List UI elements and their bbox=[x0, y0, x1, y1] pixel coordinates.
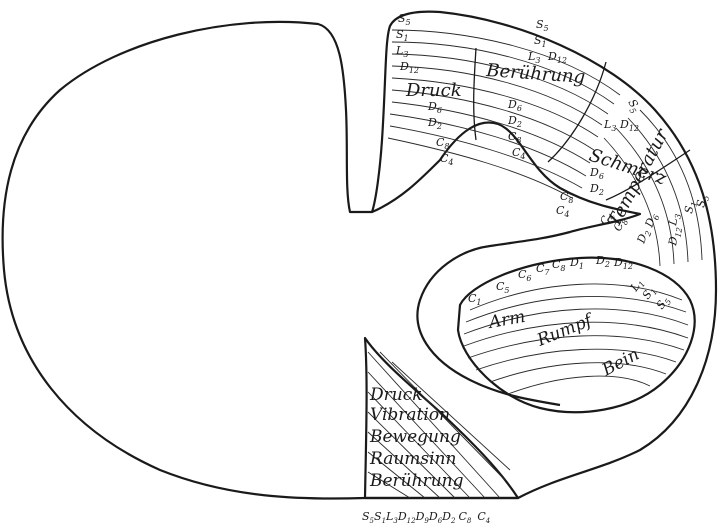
dorsal-column-modalities: Druck Vibration Bewegung Raumsinn Berühr… bbox=[369, 385, 464, 491]
region-label-druck: Druck bbox=[405, 80, 462, 101]
segment-label: S1 bbox=[534, 34, 547, 49]
segment-label: D6 bbox=[642, 211, 661, 230]
segment-label: D12 bbox=[399, 60, 419, 75]
segment-label: C7 bbox=[536, 262, 550, 277]
segment-label: S5 bbox=[536, 18, 549, 33]
segment-label: L3 bbox=[527, 50, 540, 65]
modality-label: Berührung bbox=[369, 471, 464, 491]
motor-label-rumpf: Rumpf bbox=[533, 310, 597, 351]
segment-label: D2 bbox=[589, 182, 604, 197]
segment-label: D2 bbox=[507, 114, 522, 129]
segment-label: C4 bbox=[556, 204, 570, 219]
modality-label: Druck bbox=[369, 385, 423, 405]
segment-label: D6 bbox=[427, 100, 442, 115]
segment-label: D12 bbox=[547, 50, 567, 65]
segment-label: L3 bbox=[395, 44, 408, 59]
segment-label: S5 bbox=[624, 97, 643, 115]
segment-label: D2 bbox=[634, 227, 653, 246]
segment-label: C5 bbox=[496, 280, 510, 295]
segment-label: S5 bbox=[654, 294, 674, 313]
cord-outline bbox=[3, 12, 716, 499]
segment-label: D2 bbox=[427, 116, 442, 131]
segment-label: C8 bbox=[508, 130, 522, 145]
segment-label: D12 bbox=[666, 226, 684, 248]
motor-segment-row: C1 C5 C6 C7 C8 D1 D2 D12 L1 S1 S5 bbox=[468, 254, 673, 313]
segment-label: L3 bbox=[603, 118, 616, 133]
segment-label: L3 bbox=[666, 212, 683, 228]
segment-label: C4 bbox=[440, 152, 454, 167]
modality-label: Bewegung bbox=[369, 427, 461, 447]
segment-label: C8 bbox=[560, 190, 574, 205]
modality-label: Raumsinn bbox=[369, 449, 456, 469]
modality-label: Vibration bbox=[370, 405, 450, 425]
motor-hatching bbox=[464, 284, 688, 394]
segment-label: D12 bbox=[619, 118, 639, 133]
segment-label: D12 bbox=[613, 256, 633, 271]
segment-label: C6 bbox=[518, 268, 532, 283]
segment-label: C1 bbox=[468, 292, 482, 307]
segment-label: D2 bbox=[595, 254, 610, 269]
dorsal-horn-mid-segment-stack: S5 S1 L3 D12 D6 D2 C8 C4 bbox=[507, 18, 567, 161]
